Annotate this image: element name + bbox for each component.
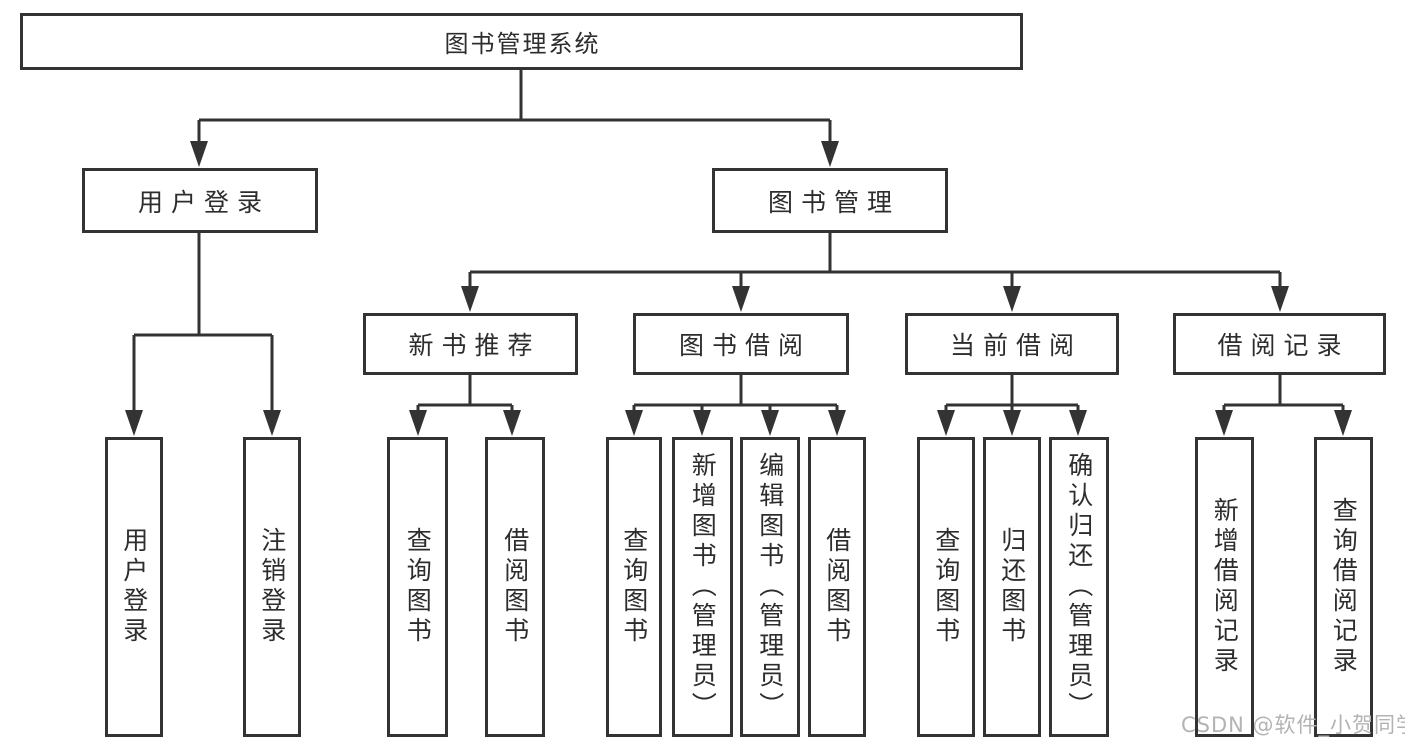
node-current-query-books: 查询图书 — [917, 437, 975, 737]
node-borrow-borrow-books-label: 借阅图书 — [822, 527, 852, 647]
node-borrow-add-books: 新增图书（管理员） — [672, 437, 733, 737]
node-login-label: 用户登录 — [119, 527, 149, 647]
arrow-down-icon — [1003, 286, 1021, 312]
arrow-down-icon — [821, 141, 839, 167]
node-borrow-query-books: 查询图书 — [606, 437, 662, 737]
arrow-down-icon — [125, 410, 143, 436]
arrow-down-icon — [828, 410, 846, 436]
node-root: 图书管理系统 — [20, 13, 1023, 70]
node-current-confirm-return: 确认归还（管理员） — [1049, 437, 1109, 737]
node-borrow-edit-books: 编辑图书（管理员） — [740, 437, 800, 737]
node-current-return-books: 归还图书 — [983, 437, 1041, 737]
node-login: 用户登录 — [105, 437, 163, 737]
node-borrow-add-books-label: 新增图书（管理员） — [688, 452, 718, 722]
node-recommend-query-books: 查询图书 — [387, 437, 448, 737]
arrow-down-icon — [1003, 410, 1021, 436]
node-borrow-record-label: 借阅记录 — [1217, 331, 1350, 360]
arrow-layer — [125, 120, 1352, 436]
tree-segments — [134, 69, 1343, 407]
node-user-login-label: 用户登录 — [137, 187, 270, 217]
node-record-add-record: 新增借阅记录 — [1195, 437, 1254, 737]
arrow-down-icon — [1334, 410, 1352, 436]
arrow-down-icon — [1069, 410, 1087, 436]
arrow-down-icon — [190, 141, 208, 167]
node-borrow-borrow-books: 借阅图书 — [808, 437, 866, 737]
watermark: CSDN @软件_小贺同学 — [1181, 713, 1405, 737]
arrow-down-icon — [732, 286, 750, 312]
node-current-borrow: 当前借阅 — [905, 313, 1119, 375]
node-new-book-recommend-label: 新书推荐 — [408, 331, 541, 360]
node-borrow-query-books-label: 查询图书 — [619, 527, 649, 647]
arrow-down-icon — [693, 410, 711, 436]
node-current-return-books-label: 归还图书 — [997, 527, 1027, 647]
node-user-login: 用户登录 — [82, 168, 318, 233]
node-book-borrow: 图书借阅 — [633, 313, 849, 375]
node-record-query-record-label: 查询借阅记录 — [1329, 497, 1359, 677]
node-record-add-record-label: 新增借阅记录 — [1210, 497, 1240, 677]
node-logout-label: 注销登录 — [257, 527, 287, 647]
arrow-down-icon — [761, 410, 779, 436]
arrow-down-icon — [263, 410, 281, 436]
node-recommend-borrow-books: 借阅图书 — [485, 437, 545, 737]
node-book-borrow-label: 图书借阅 — [678, 331, 811, 360]
node-recommend-borrow-books-label: 借阅图书 — [500, 527, 530, 647]
node-new-book-recommend: 新书推荐 — [363, 313, 578, 375]
node-book-management-label: 图书管理 — [767, 187, 900, 217]
node-borrow-edit-books-label: 编辑图书（管理员） — [755, 452, 785, 722]
node-current-query-books-label: 查询图书 — [931, 527, 961, 647]
arrow-down-icon — [503, 410, 521, 436]
arrow-down-icon — [1271, 286, 1289, 312]
arrow-down-icon — [461, 286, 479, 312]
node-borrow-record: 借阅记录 — [1173, 313, 1386, 375]
arrow-down-icon — [409, 410, 427, 436]
node-book-management: 图书管理 — [712, 168, 948, 233]
node-record-query-record: 查询借阅记录 — [1314, 437, 1373, 737]
node-current-confirm-return-label: 确认归还（管理员） — [1064, 452, 1094, 722]
arrow-down-icon — [625, 410, 643, 436]
node-root-label: 图书管理系统 — [444, 30, 601, 58]
node-logout: 注销登录 — [243, 437, 301, 737]
arrow-down-icon — [937, 410, 955, 436]
node-recommend-query-books-label: 查询图书 — [403, 527, 433, 647]
arrow-down-icon — [1215, 410, 1233, 436]
node-current-borrow-label: 当前借阅 — [949, 331, 1082, 360]
